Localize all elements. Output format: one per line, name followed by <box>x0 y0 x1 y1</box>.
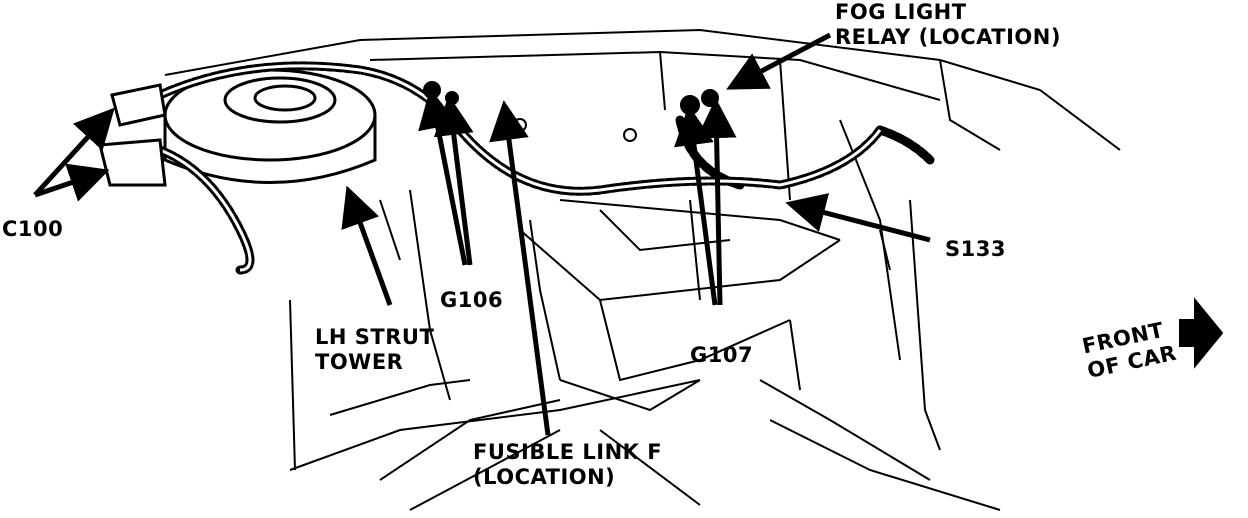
relay-and-grounds <box>423 81 719 142</box>
c100-label: C100 <box>2 217 64 241</box>
wiring-harness <box>155 61 935 275</box>
fog-light-relay-line1: FOG LIGHT <box>835 0 967 24</box>
s133-label: S133 <box>945 237 1006 261</box>
c100-connectors <box>98 83 167 187</box>
fog-light-relay-label: FOG LIGHT RELAY (LOCATION) <box>835 0 1061 50</box>
body-outline <box>164 28 1121 511</box>
battery-tray <box>519 199 841 412</box>
lh-strut-tower-shape <box>163 68 377 184</box>
leader-arrows <box>33 32 931 436</box>
g106-label: G106 <box>440 288 504 312</box>
lh-strut-tower-label: LH STRUT TOWER <box>315 325 434 375</box>
front-of-car-arrow <box>1179 297 1224 369</box>
fusible-link-f-line1: FUSIBLE LINK F <box>473 440 663 464</box>
fog-light-relay-line2: RELAY (LOCATION) <box>835 25 1061 49</box>
arrow-g107-a <box>674 105 718 306</box>
lh-strut-tower-line2: TOWER <box>315 350 404 374</box>
arrow-c100-lower <box>34 163 110 202</box>
arrow-fog-relay <box>726 32 832 90</box>
arrow-g106-b <box>433 95 474 266</box>
arrow-c100-upper <box>33 107 115 197</box>
arrow-s133 <box>785 193 931 243</box>
fusible-link-f-label: FUSIBLE LINK F (LOCATION) <box>473 440 662 490</box>
lh-strut-tower-line1: LH STRUT <box>315 325 435 349</box>
g107-label: G107 <box>690 343 754 367</box>
arrow-lh-strut <box>341 185 393 306</box>
arrow-fusible-link <box>489 100 551 436</box>
arrow-g107-b <box>696 98 737 306</box>
fusible-link-f-line2: (LOCATION) <box>473 465 616 489</box>
